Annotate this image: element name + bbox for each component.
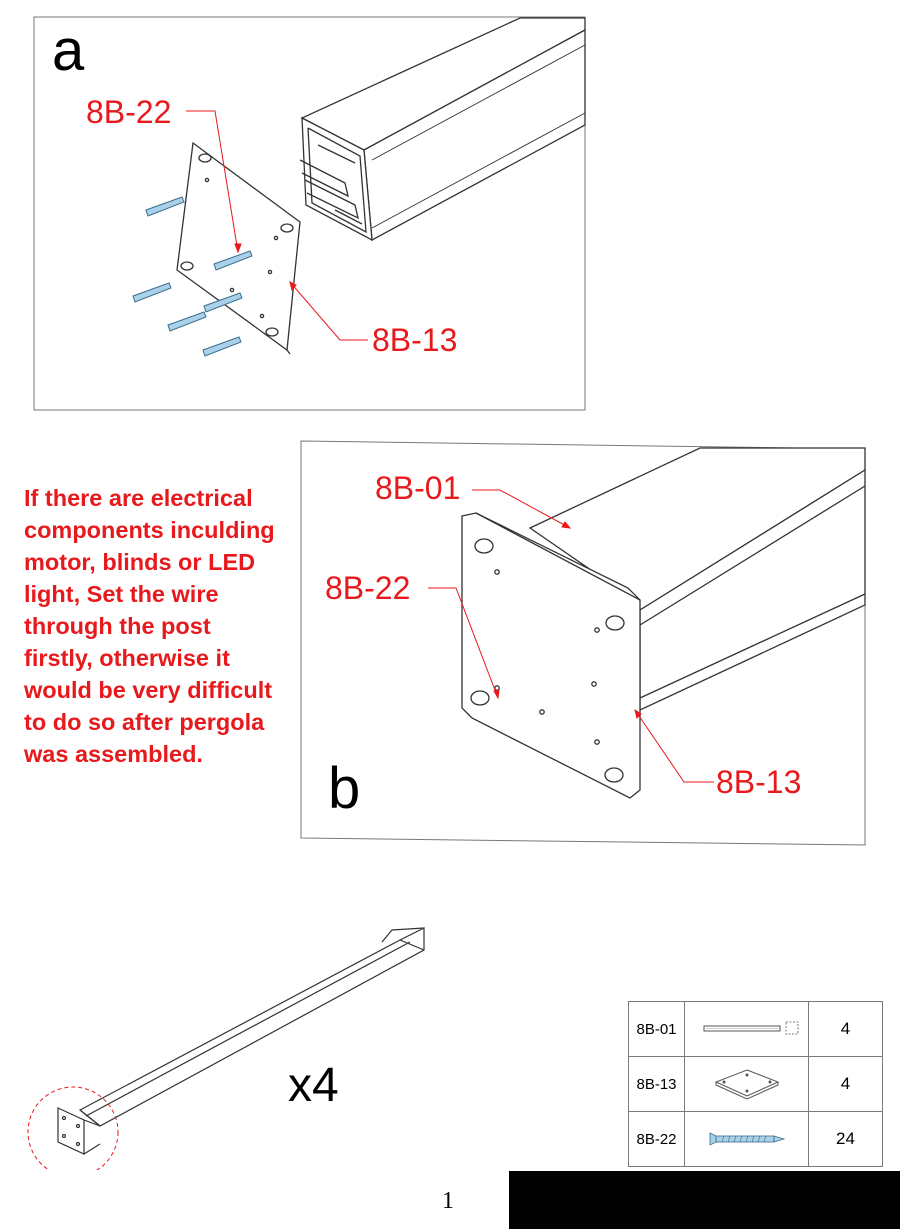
callout-8b-22-a: 8B-22 [86,94,172,130]
note-line: would be very difficult [24,677,273,703]
step-label-a: a [52,18,85,83]
step-label-b: b [328,756,361,821]
wiring-note: If there are electrical components incul… [24,482,314,770]
note-line: to do so after pergola [24,709,265,735]
table-row: 8B-01 4 [628,1001,883,1057]
part-code: 8B-22 [628,1111,685,1167]
panel-b: b 8B-01 8B-22 8B-13 [0,420,900,860]
part-quantity: 4 [808,1001,883,1057]
assembled-post-view: x4 [0,920,620,1170]
callout-8b-01-b: 8B-01 [375,470,461,506]
callout-8b-13-b: 8B-13 [716,764,802,800]
parts-table: 8B-01 4 8B-13 4 8B-22 [628,1001,883,1167]
part-code: 8B-13 [628,1056,685,1112]
table-row: 8B-22 24 [628,1111,883,1167]
part-quantity: 4 [808,1056,883,1112]
note-line: firstly, otherwise it [24,645,230,671]
quantity-multiplier: x4 [288,1059,339,1112]
post-drawing [299,17,586,242]
base-plate-drawing [461,512,641,799]
table-row: 8B-13 4 [628,1056,883,1112]
assembled-post-drawing [27,927,425,1170]
note-line: components inculding [24,517,275,543]
note-line: light, Set the wire [24,581,219,607]
note-line: motor, blinds or LED [24,549,256,575]
note-line: If there are electrical [24,485,253,511]
page-number: 1 [442,1188,454,1214]
screws-drawing [132,196,253,357]
base-plate-icon [684,1056,809,1112]
footer-black-bar [509,1171,900,1229]
panel-a: a 8B-22 8B-13 [0,0,900,420]
screw-icon [684,1111,809,1167]
note-line: through the post [24,613,211,639]
panel-a-drawing [33,16,586,411]
panel-b-drawing [300,440,866,846]
callout-8b-13-a: 8B-13 [372,322,458,358]
note-line: was assembled. [24,741,203,767]
post-profile-icon [684,1001,809,1057]
callout-8b-22-b: 8B-22 [325,570,411,606]
part-code: 8B-01 [628,1001,685,1057]
part-quantity: 24 [808,1111,883,1167]
